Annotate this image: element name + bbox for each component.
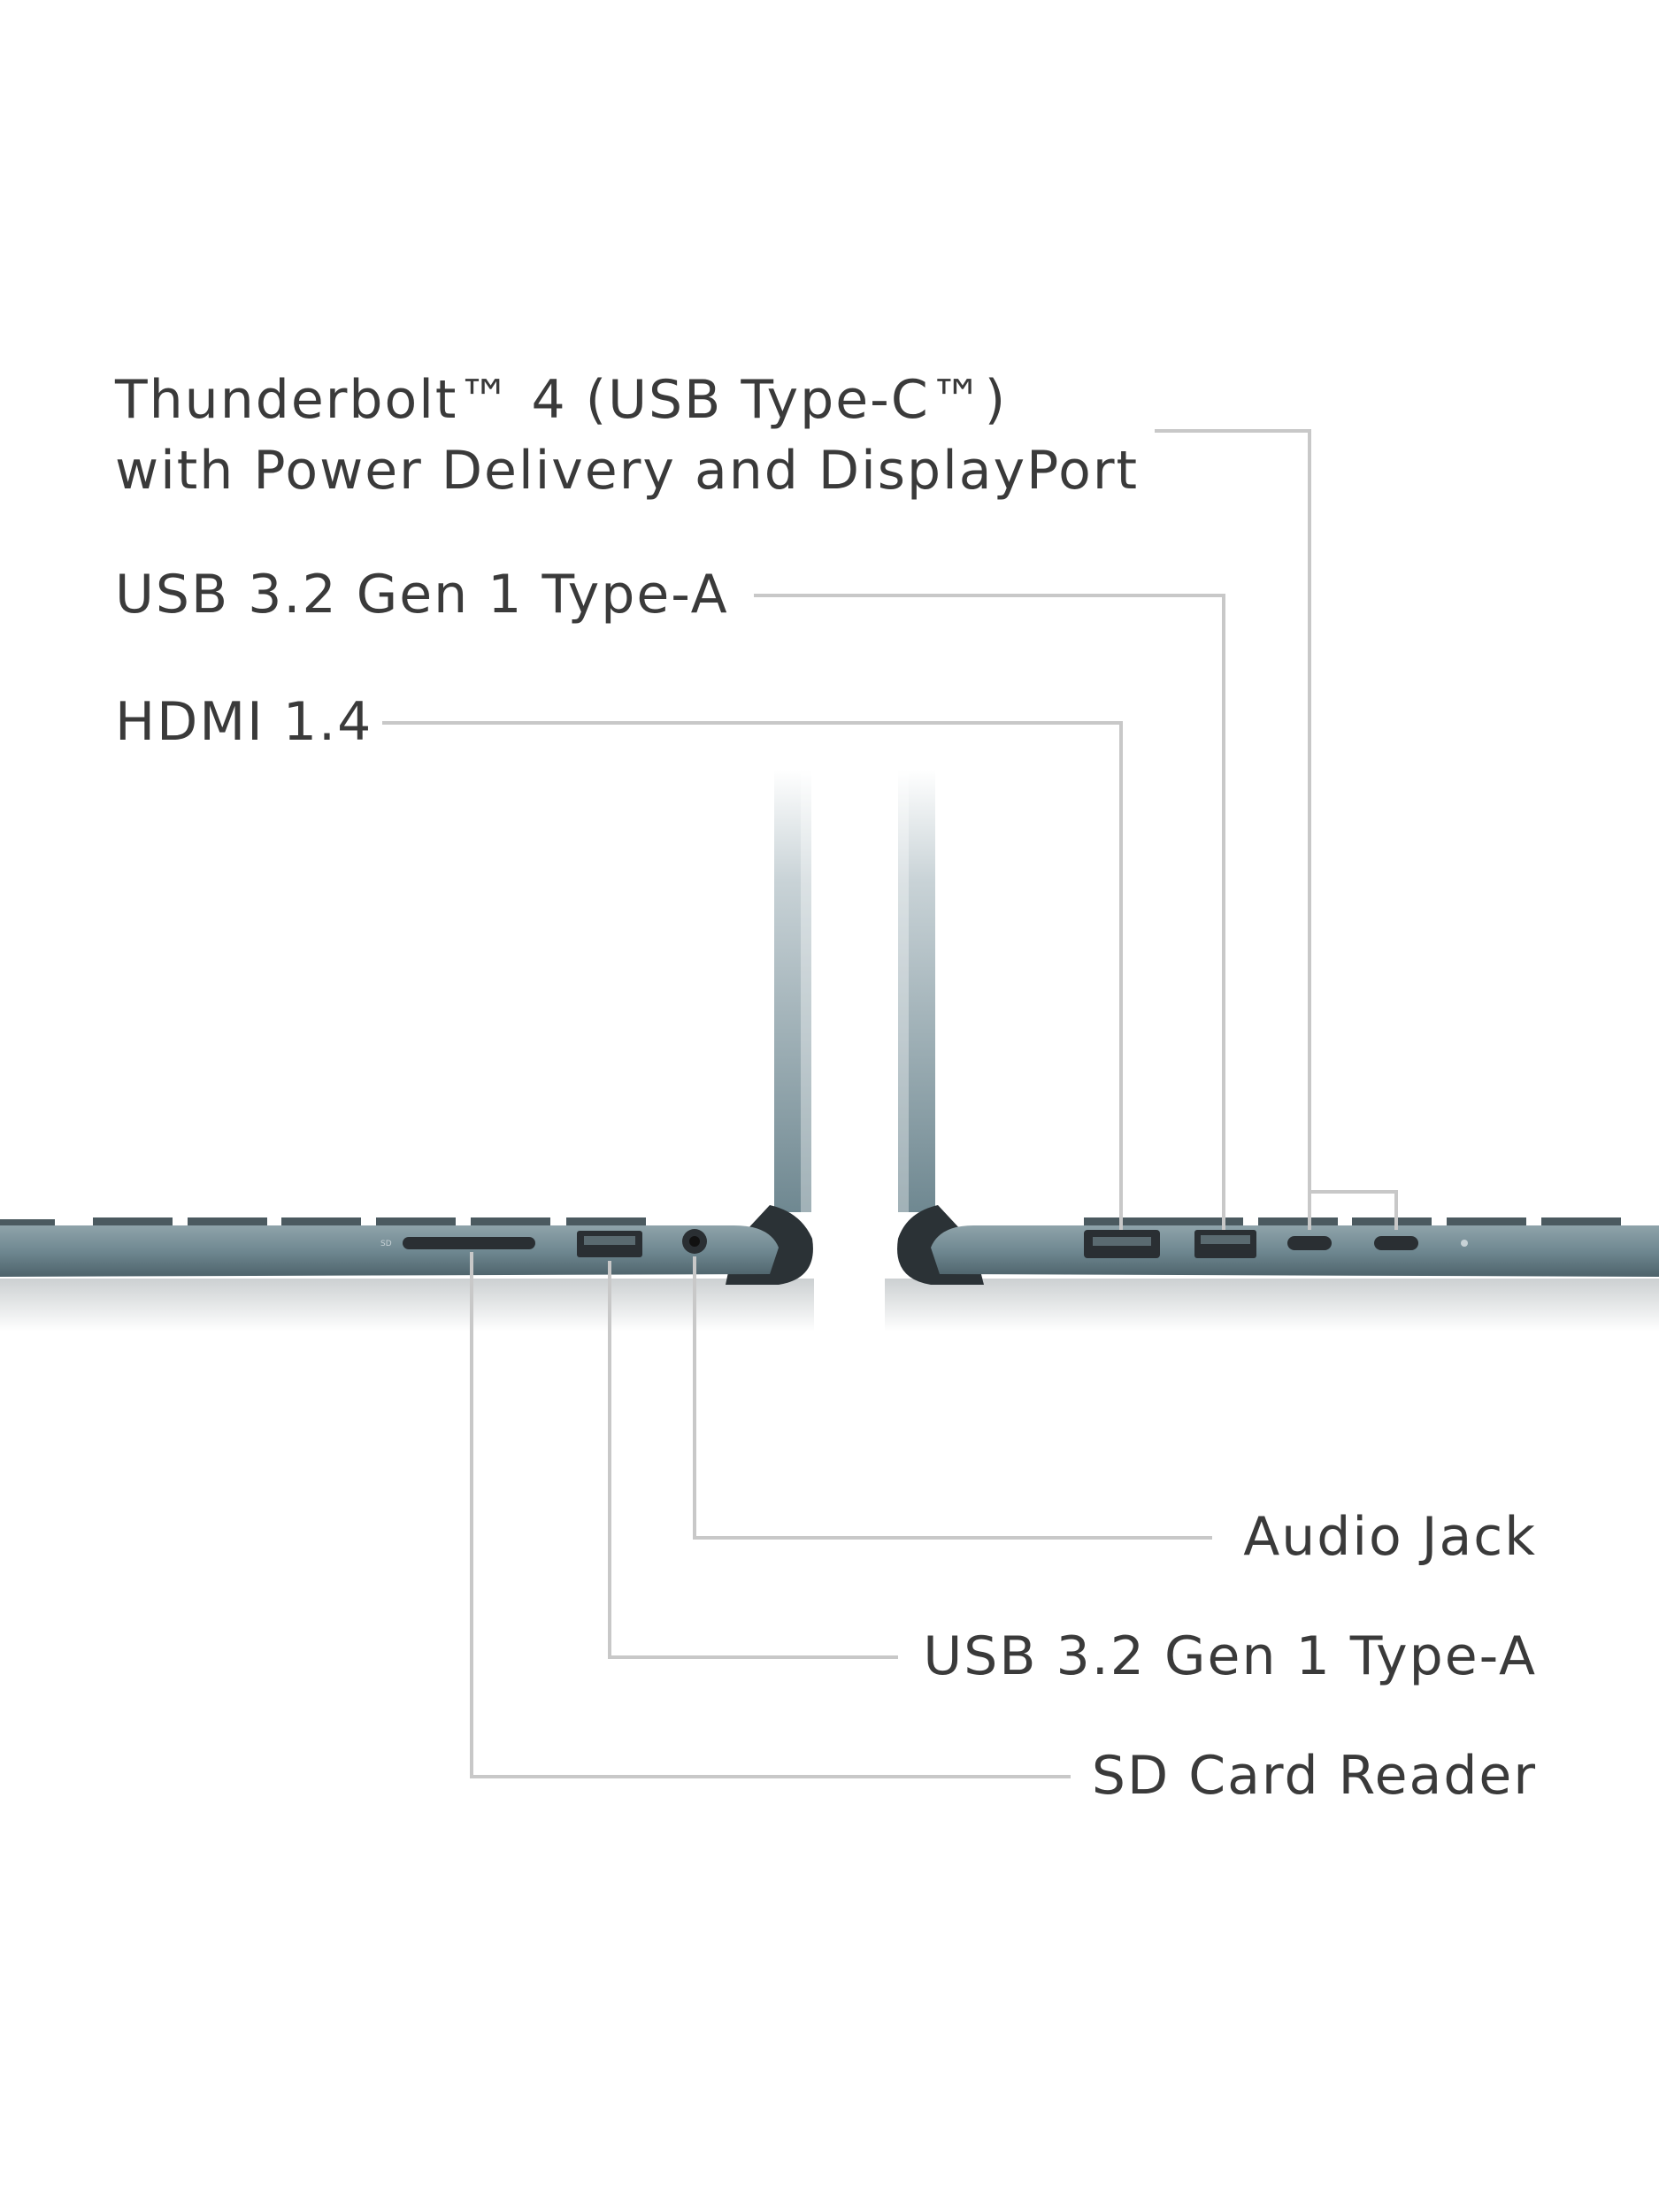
hdmi-label: HDMI 1.4	[115, 687, 382, 757]
leader-lines	[382, 429, 1398, 1778]
left-laptop: SD	[0, 770, 813, 1285]
left-laptop-lid	[774, 770, 811, 1212]
usb-right-leader	[754, 594, 1225, 1230]
right-laptop-base	[931, 1225, 1659, 1277]
sd-card-label: SD Card Reader	[1082, 1740, 1537, 1811]
usb-left-leader	[608, 1261, 898, 1659]
thunderbolt-label-line2: with Power Delivery and DisplayPort	[115, 440, 1140, 502]
left-laptop-shadow	[0, 1279, 814, 1332]
sd-card-leader	[470, 1252, 1071, 1778]
right-laptop	[897, 770, 1659, 1285]
right-laptop-lid	[898, 770, 935, 1212]
audio-jack-label: Audio Jack	[1234, 1502, 1537, 1572]
thunderbolt-label-line1: Thunderbolt™ 4 (USB Type-C™)	[115, 369, 1008, 431]
thunderbolt-port-2	[1374, 1236, 1418, 1250]
usb-right-label: USB 3.2 Gen 1 Type-A	[115, 559, 738, 630]
right-laptop-shadow	[885, 1279, 1659, 1332]
svg-text:SD: SD	[380, 1240, 392, 1248]
sd-card-slot-port	[403, 1237, 535, 1249]
left-laptop-base	[0, 1225, 779, 1277]
thunderbolt-port-1	[1287, 1236, 1332, 1250]
audio-jack-leader	[693, 1256, 1212, 1540]
usb-left-label: USB 3.2 Gen 1 Type-A	[914, 1621, 1537, 1692]
thunderbolt-label: Thunderbolt™ 4 (USB Type-C™) with Power …	[115, 365, 1140, 506]
thunderbolt-leader	[1155, 429, 1311, 1230]
hdmi-leader	[382, 721, 1123, 1230]
